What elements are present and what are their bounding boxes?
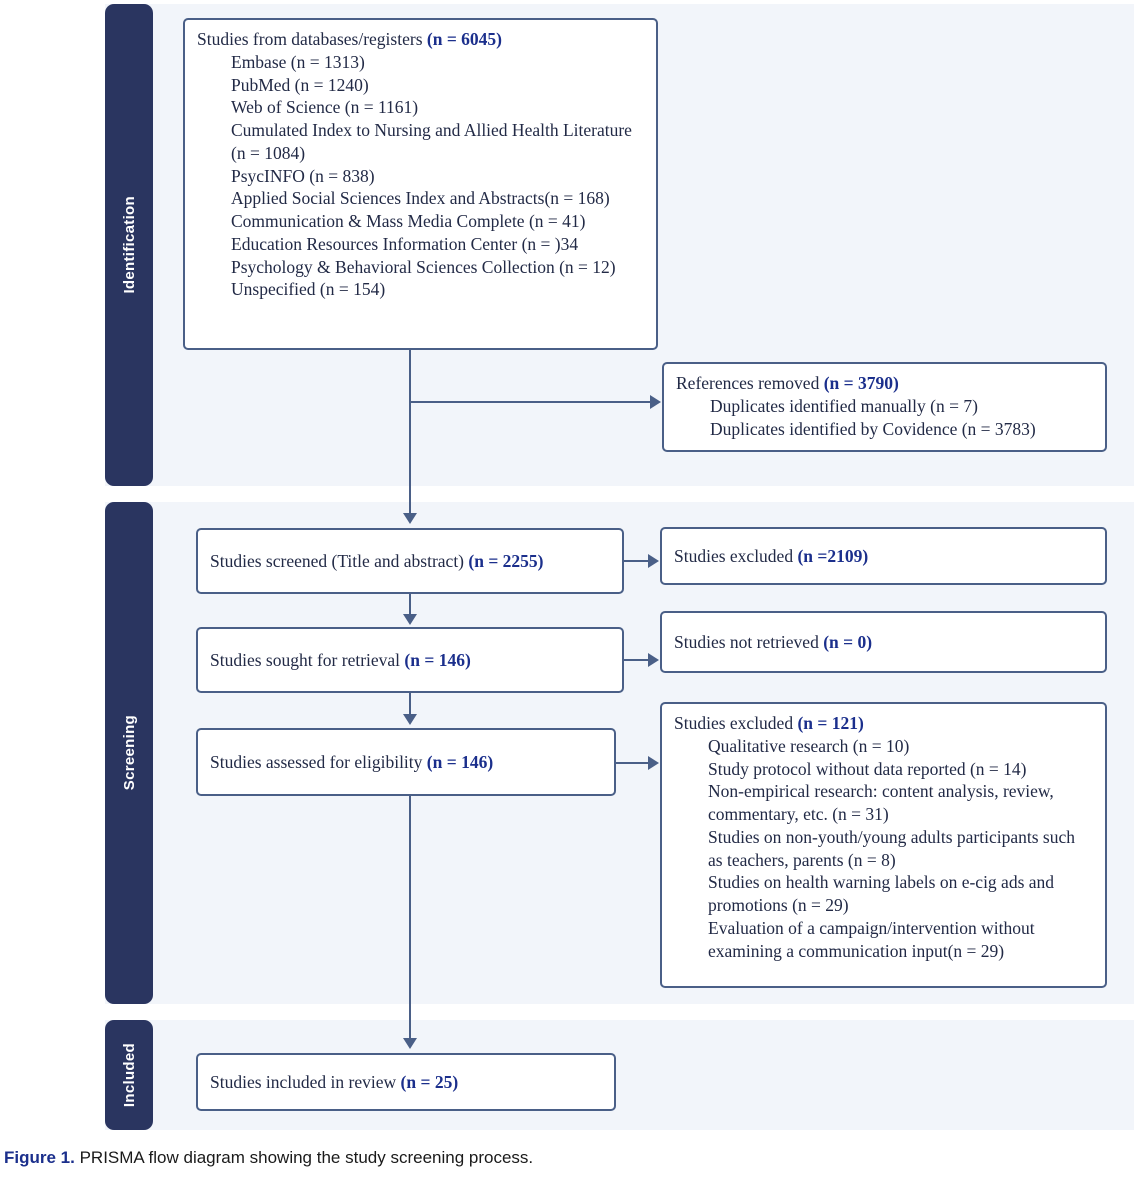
box-included-label: Studies included in review (n = 25) [210, 1071, 458, 1094]
connector-assessed-to-excluded [616, 762, 649, 764]
box-refs-removed-title: References removed (n = 3790) [676, 372, 1093, 395]
box-references-removed: References removed (n = 3790) Duplicates… [662, 362, 1107, 452]
box-sought-count: (n = 146) [404, 649, 471, 670]
box-assessed-label: Studies assessed for eligibility (n = 14… [210, 751, 493, 774]
box-databases-title-text: Studies from databases/registers [197, 29, 427, 49]
box-databases-title: Studies from databases/registers (n = 60… [197, 28, 644, 51]
connector-sought-to-notretrieved [624, 659, 649, 661]
arrowhead-assessed-to-excluded [648, 756, 659, 770]
arrowhead-to-sought [403, 614, 417, 625]
arrowhead-to-refs-removed [650, 395, 661, 409]
connector-screened-to-sought [409, 594, 411, 615]
box-sought-text: Studies sought for retrieval [210, 649, 405, 670]
box-refs-removed-title-text: References removed [676, 373, 824, 393]
stage-label-included-text: Included [120, 1042, 138, 1108]
box-excluded-elig-reason: Evaluation of a campaign/intervention wi… [708, 917, 1035, 961]
arrowhead-to-included [403, 1038, 417, 1049]
box-excluded-elig-title: Studies excluded (n = 121) [674, 712, 1093, 735]
box-sought-label: Studies sought for retrieval (n = 146) [210, 649, 471, 672]
arrowhead-screened-to-excluded [648, 554, 659, 568]
figure-caption: Figure 1. PRISMA flow diagram showing th… [4, 1148, 1104, 1168]
box-screened-text: Studies screened (Title and abstract) [210, 550, 469, 571]
box-studies-assessed-for-eligibility: Studies assessed for eligibility (n = 14… [196, 728, 616, 796]
box-databases-source: Unspecified (n = 154) [231, 279, 386, 300]
box-studies-excluded-screening: Studies excluded (n =2109) [660, 527, 1107, 585]
prisma-flow-diagram: Identification Screening Included Studie… [105, 4, 1134, 1130]
box-studies-not-retrieved: Studies not retrieved (n = 0) [660, 611, 1107, 673]
figure-caption-label: Figure 1. [4, 1148, 75, 1167]
box-excluded-screen-count: (n =2109) [797, 545, 869, 566]
box-refs-removed-item: Duplicates identified by Covidence (n = … [710, 418, 1036, 439]
box-included-count: (n = 25) [400, 1071, 459, 1092]
box-excluded-elig-reason: Study protocol without data reported (n … [708, 758, 1027, 779]
box-databases-source: Education Resources Information Center (… [231, 233, 579, 254]
box-studies-screened: Studies screened (Title and abstract) (n… [196, 528, 624, 594]
box-databases-source: Psychology & Behavioral Sciences Collect… [231, 256, 616, 277]
stage-label-identification: Identification [105, 4, 153, 486]
connector-databases-down [409, 350, 411, 402]
connector-assessed-to-included [409, 796, 411, 1038]
box-excluded-elig-reason: Studies on non-youth/young adults partic… [708, 826, 1075, 870]
box-databases-source: Embase (n = 1313) [231, 51, 365, 72]
connector-databases-to-refs [409, 401, 651, 403]
stage-label-screening: Screening [105, 502, 153, 1004]
box-not-retrieved-count: (n = 0) [823, 631, 873, 652]
arrowhead-to-screened [403, 513, 417, 524]
box-included-text: Studies included in review [210, 1071, 401, 1092]
box-excluded-elig-title-text: Studies excluded [674, 713, 798, 733]
box-studies-sought-for-retrieval: Studies sought for retrieval (n = 146) [196, 627, 624, 693]
box-not-retrieved-label: Studies not retrieved (n = 0) [674, 631, 872, 654]
box-databases-source: Communication & Mass Media Complete (n =… [231, 211, 586, 231]
figure-caption-text: PRISMA flow diagram showing the study sc… [74, 1148, 534, 1167]
box-excluded-elig-title-count: (n = 121) [797, 713, 864, 733]
connector-to-screened [409, 401, 411, 513]
box-screened-label: Studies screened (Title and abstract) (n… [210, 550, 544, 573]
box-assessed-count: (n = 146) [426, 751, 494, 772]
stage-label-included: Included [105, 1020, 153, 1130]
stage-label-screening-text: Screening [120, 715, 138, 791]
arrowhead-to-assessed [403, 714, 417, 725]
box-databases-source: PubMed (n = 1240) [231, 74, 369, 95]
box-assessed-text: Studies assessed for eligibility [210, 751, 427, 772]
connector-sought-to-assessed [409, 693, 411, 715]
box-not-retrieved-text: Studies not retrieved [674, 631, 824, 652]
box-screened-count: (n = 2255) [468, 550, 544, 571]
box-studies-excluded-eligibility: Studies excluded (n = 121) Qualitative r… [660, 702, 1107, 988]
box-refs-removed-title-count: (n = 3790) [823, 373, 899, 393]
box-databases-source: Applied Social Sciences Index and Abstra… [231, 188, 610, 209]
box-excluded-screen-text: Studies excluded [674, 545, 798, 566]
connector-screened-to-excluded [624, 560, 649, 562]
box-studies-from-databases: Studies from databases/registers (n = 60… [183, 18, 658, 350]
box-excluded-elig-reason: Qualitative research (n = 10) [708, 735, 910, 756]
arrowhead-sought-to-notretrieved [648, 653, 659, 667]
box-excluded-elig-reason: Studies on health warning labels on e-ci… [708, 872, 1055, 915]
box-databases-source: Web of Science (n = 1161) [231, 97, 419, 118]
box-excluded-elig-reason: Non-empirical research: content analysis… [708, 781, 1054, 824]
box-databases-title-count: (n = 6045) [426, 29, 503, 49]
box-databases-source: Cumulated Index to Nursing and Allied He… [231, 120, 632, 163]
box-excluded-screen-label: Studies excluded (n =2109) [674, 545, 868, 568]
box-studies-included-in-review: Studies included in review (n = 25) [196, 1053, 616, 1111]
box-refs-removed-item: Duplicates identified manually (n = 7) [710, 395, 978, 416]
stage-label-identification-text: Identification [120, 196, 138, 294]
box-databases-source: PsycINFO (n = 838) [231, 165, 375, 186]
